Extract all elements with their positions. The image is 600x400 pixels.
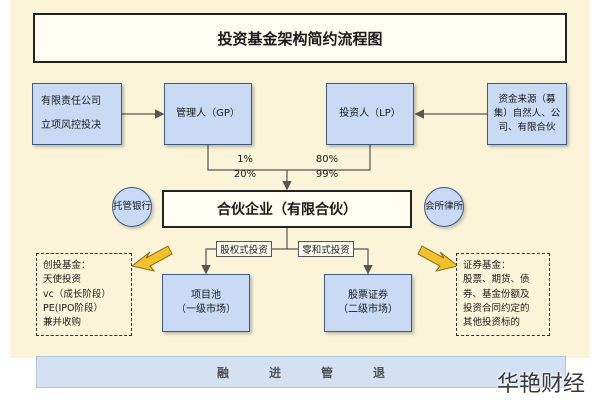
company-box: 有限责任公司 立项风控投决 (32, 83, 122, 145)
fund-source-box: 资金来源（募集）自然人、公司、有限合伙 (487, 83, 567, 145)
secfund-line: 股票、期货、债 (463, 274, 530, 286)
venture-line: 天使投资 (43, 274, 82, 286)
lp-box: 投资人（LP） (326, 83, 414, 145)
lp-pct-min: 80% (315, 154, 339, 165)
diagram-title: 投资基金架构简约流程图 (33, 13, 567, 63)
project-pool-label: 项目池 (191, 289, 221, 301)
venture-line: vc（成长阶段） (43, 288, 111, 300)
venture-line: 兼并收购 (43, 317, 82, 328)
lifecycle-bar: 融进管退 (36, 356, 566, 388)
gp-percentage: 1% 20% (230, 153, 260, 182)
secfund-line: 投资合同约定的 (463, 302, 530, 314)
partnership-box: 合伙企业（有限合伙） (162, 190, 412, 228)
watermark-text: 华艳财经 (497, 372, 586, 397)
venture-line: 创投基金： (43, 260, 91, 271)
venture-line: PE(IPO阶段） (43, 302, 103, 314)
gp-pct-max: 20% (233, 168, 257, 180)
secfund-line: 券、基金份额及 (463, 288, 530, 300)
gp-box: 管理人（GP） (164, 83, 252, 145)
secfund-line: 证券基金： (463, 260, 511, 271)
project-pool-box: 项目池 （一级市场） (162, 274, 250, 332)
trustee-bank-circle: 托管银行 (112, 187, 152, 227)
law-firm-circle: 会所律所 (424, 187, 464, 227)
gp-pct-min: 1% (237, 154, 253, 165)
securities-label: 股票证券 (348, 289, 388, 301)
secondary-market-label: （二级市场） (338, 304, 398, 315)
secfund-line: 其他投资标的 (463, 317, 521, 328)
primary-market-label: （一级市场） (176, 304, 236, 315)
equity-investment-tab: 股权式投资 (216, 241, 272, 257)
zero-sum-investment-tab: 零和式投资 (298, 241, 354, 257)
securities-box: 股票证券 （二级市场） (324, 274, 412, 332)
company-function-label: 立项风控投决 (41, 120, 101, 131)
securities-fund-note: 证券基金： 股票、期货、债 券、基金份额及 投资合同约定的 其他投资标的 (456, 253, 550, 336)
venture-fund-note: 创投基金： 天使投资 vc（成长阶段） PE(IPO阶段） 兼并收购 (36, 253, 132, 336)
lp-percentage: 80% 99% (310, 153, 344, 182)
lp-pct-max: 99% (315, 168, 339, 180)
company-type-label: 有限责任公司 (41, 95, 101, 107)
